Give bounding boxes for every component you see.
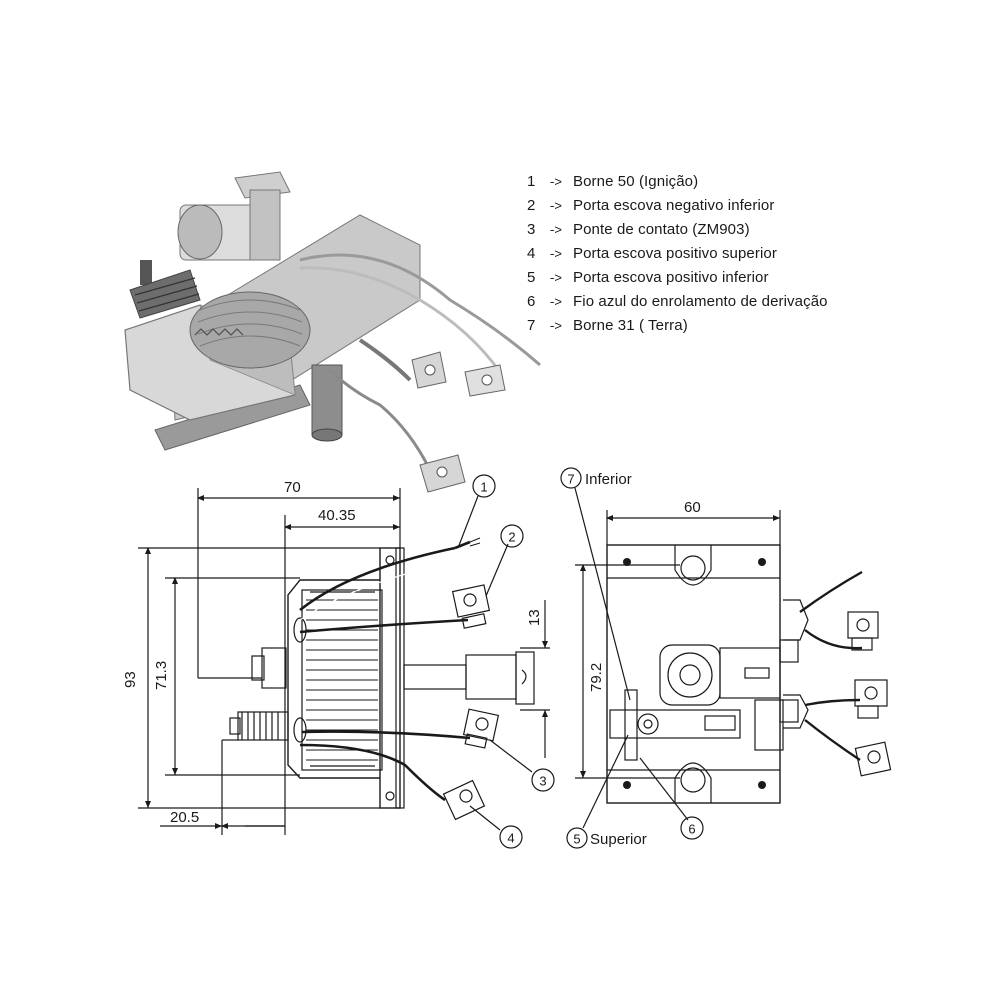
callout-3: 3 (539, 774, 546, 789)
legend-item: 4->Porta escova positivo superior (527, 245, 777, 262)
dim-13-label: 13 (526, 609, 543, 626)
callout-5: 5 (573, 832, 580, 847)
callout-circle (560, 467, 582, 489)
dim-20-5-label: 20.5 (170, 809, 199, 826)
legend-item: 2->Porta escova negativo inferior (527, 197, 775, 214)
lug-2 (451, 584, 491, 629)
dim-71-3-label: 71.3 (153, 661, 170, 690)
legend-item: 6->Fio azul do enrolamento de derivação (527, 293, 828, 310)
callout-6: 6 (688, 822, 695, 837)
lug-photo (411, 351, 506, 493)
label-superior: Superior (590, 831, 647, 848)
front-view (560, 467, 892, 849)
callout-circle (499, 825, 523, 849)
callout-circle (500, 524, 524, 548)
callout-1: 1 (480, 480, 487, 495)
legend-item: 1->Borne 50 (Ignição) (527, 173, 699, 190)
callout-2: 2 (508, 530, 515, 545)
lug-3 (462, 708, 500, 749)
lug-4 (442, 779, 486, 821)
callout-circle (566, 827, 588, 849)
legend-item: 3->Ponte de contato (ZM903) (527, 221, 750, 238)
label-inferior: Inferior (585, 471, 632, 488)
legend-item: 5->Porta escova positivo inferior (527, 269, 769, 286)
dim-60-label: 60 (684, 499, 701, 516)
legend-item: 7->Borne 31 ( Terra) (527, 317, 688, 334)
callout-circle (680, 816, 704, 840)
callout-7: 7 (567, 472, 574, 487)
callout-4: 4 (507, 831, 514, 846)
callout-circle (472, 474, 496, 498)
callout-circle (531, 768, 555, 792)
dim-93-label: 93 (122, 671, 139, 688)
legend-list: 1->Borne 50 (Ignição) 2->Porta escova ne… (527, 170, 907, 338)
dim-40-35-label: 40.35 (318, 507, 356, 524)
dim-79-2-label: 79.2 (588, 663, 605, 692)
solenoid-photo (124, 171, 541, 493)
side-view (138, 474, 555, 849)
dim-70-label: 70 (284, 479, 301, 496)
